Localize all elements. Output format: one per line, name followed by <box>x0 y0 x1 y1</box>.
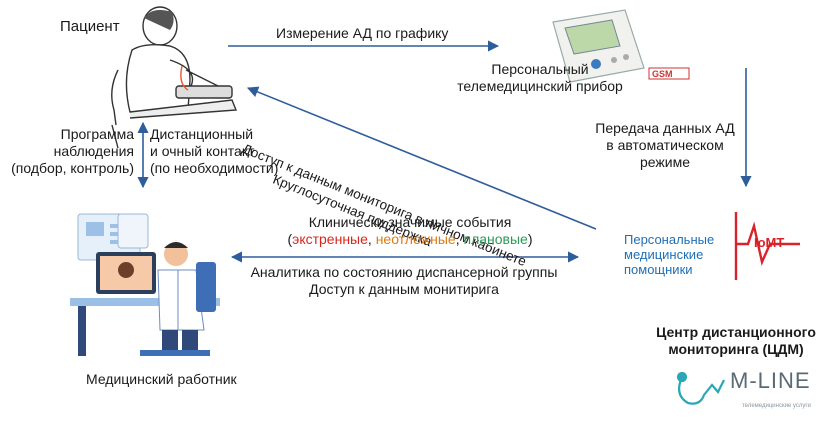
device-label-line1: Персональный <box>491 61 589 77</box>
events-planned: плановые <box>463 231 528 247</box>
assistants-label-line2: медицинские <box>624 247 704 262</box>
iomt-logo-text: IoMT <box>754 235 784 250</box>
events-sep1: , <box>367 231 376 247</box>
transfer-label-line3: режиме <box>639 154 690 170</box>
events-label: Клинически значимые события (экстренные,… <box>250 214 570 248</box>
patient-label: Пациент <box>60 18 120 35</box>
iomt-logo: IoMT <box>734 212 800 280</box>
medic-illustration <box>70 213 220 356</box>
mline-logo-mark <box>676 371 725 405</box>
bp-device-illustration <box>552 9 645 83</box>
device-label-line2: телемедицинский прибор <box>457 78 623 94</box>
analytics-label-line1: Аналитика по состоянию диспансерной груп… <box>250 264 558 280</box>
program-label-line3: (подбор, контроль) <box>11 160 134 176</box>
gsm-logo: GSM <box>648 67 690 80</box>
center-label: Центр дистанционного мониторинга (ЦДМ) <box>636 324 836 358</box>
device-label: Персональный телемедицинский прибор <box>425 61 655 95</box>
transfer-label-line2: в автоматическом <box>606 137 724 153</box>
center-label-line1: Центр дистанционного <box>656 324 816 340</box>
events-label-line2: (экстренные, неотложные, плановые) <box>250 231 570 248</box>
assistants-label: Персональные медицинские помощники <box>624 232 714 277</box>
mline-logo-tagline: телемедицинские услуги <box>742 403 811 409</box>
contact-label-line1: Дистанционный <box>150 126 254 142</box>
contact-label-line2: и очный контакт <box>150 143 255 159</box>
center-label-line2: мониторинга (ЦДМ) <box>668 341 804 357</box>
transfer-label: Передача данных АД в автоматическом режи… <box>580 120 750 171</box>
program-label-line2: наблюдения <box>53 143 134 159</box>
events-open: ( <box>287 231 293 247</box>
transfer-label-line1: Передача данных АД <box>595 120 735 136</box>
contact-label-line3: (по необходимости) <box>150 160 279 176</box>
program-label-line1: Программа <box>60 126 134 142</box>
arrow-center-to-patient <box>246 86 597 230</box>
events-emergency: экстренные <box>292 231 368 247</box>
medic-label: Медицинский работник <box>86 371 237 387</box>
measure-label: Измерение АД по графику <box>276 25 449 41</box>
assistants-label-line3: помощники <box>624 262 693 277</box>
events-close: ) <box>527 231 533 247</box>
assistants-label-line1: Персональные <box>624 232 715 247</box>
events-label-line1: Клинически значимые события <box>308 214 512 230</box>
events-urgent: неотложные <box>375 231 456 247</box>
events-sep2: , <box>455 231 464 247</box>
analytics-label-line2: Доступ к данным монитирига <box>309 281 499 297</box>
gsm-logo-text: GSM <box>652 69 673 79</box>
patient-illustration <box>111 6 238 149</box>
mline-logo-text: M-LINE <box>730 368 811 393</box>
program-label: Программа наблюдения (подбор, контроль) <box>4 126 134 177</box>
analytics-label: Аналитика по состоянию диспансерной груп… <box>234 264 574 298</box>
contact-label: Дистанционный и очный контакт (по необхо… <box>150 126 278 177</box>
